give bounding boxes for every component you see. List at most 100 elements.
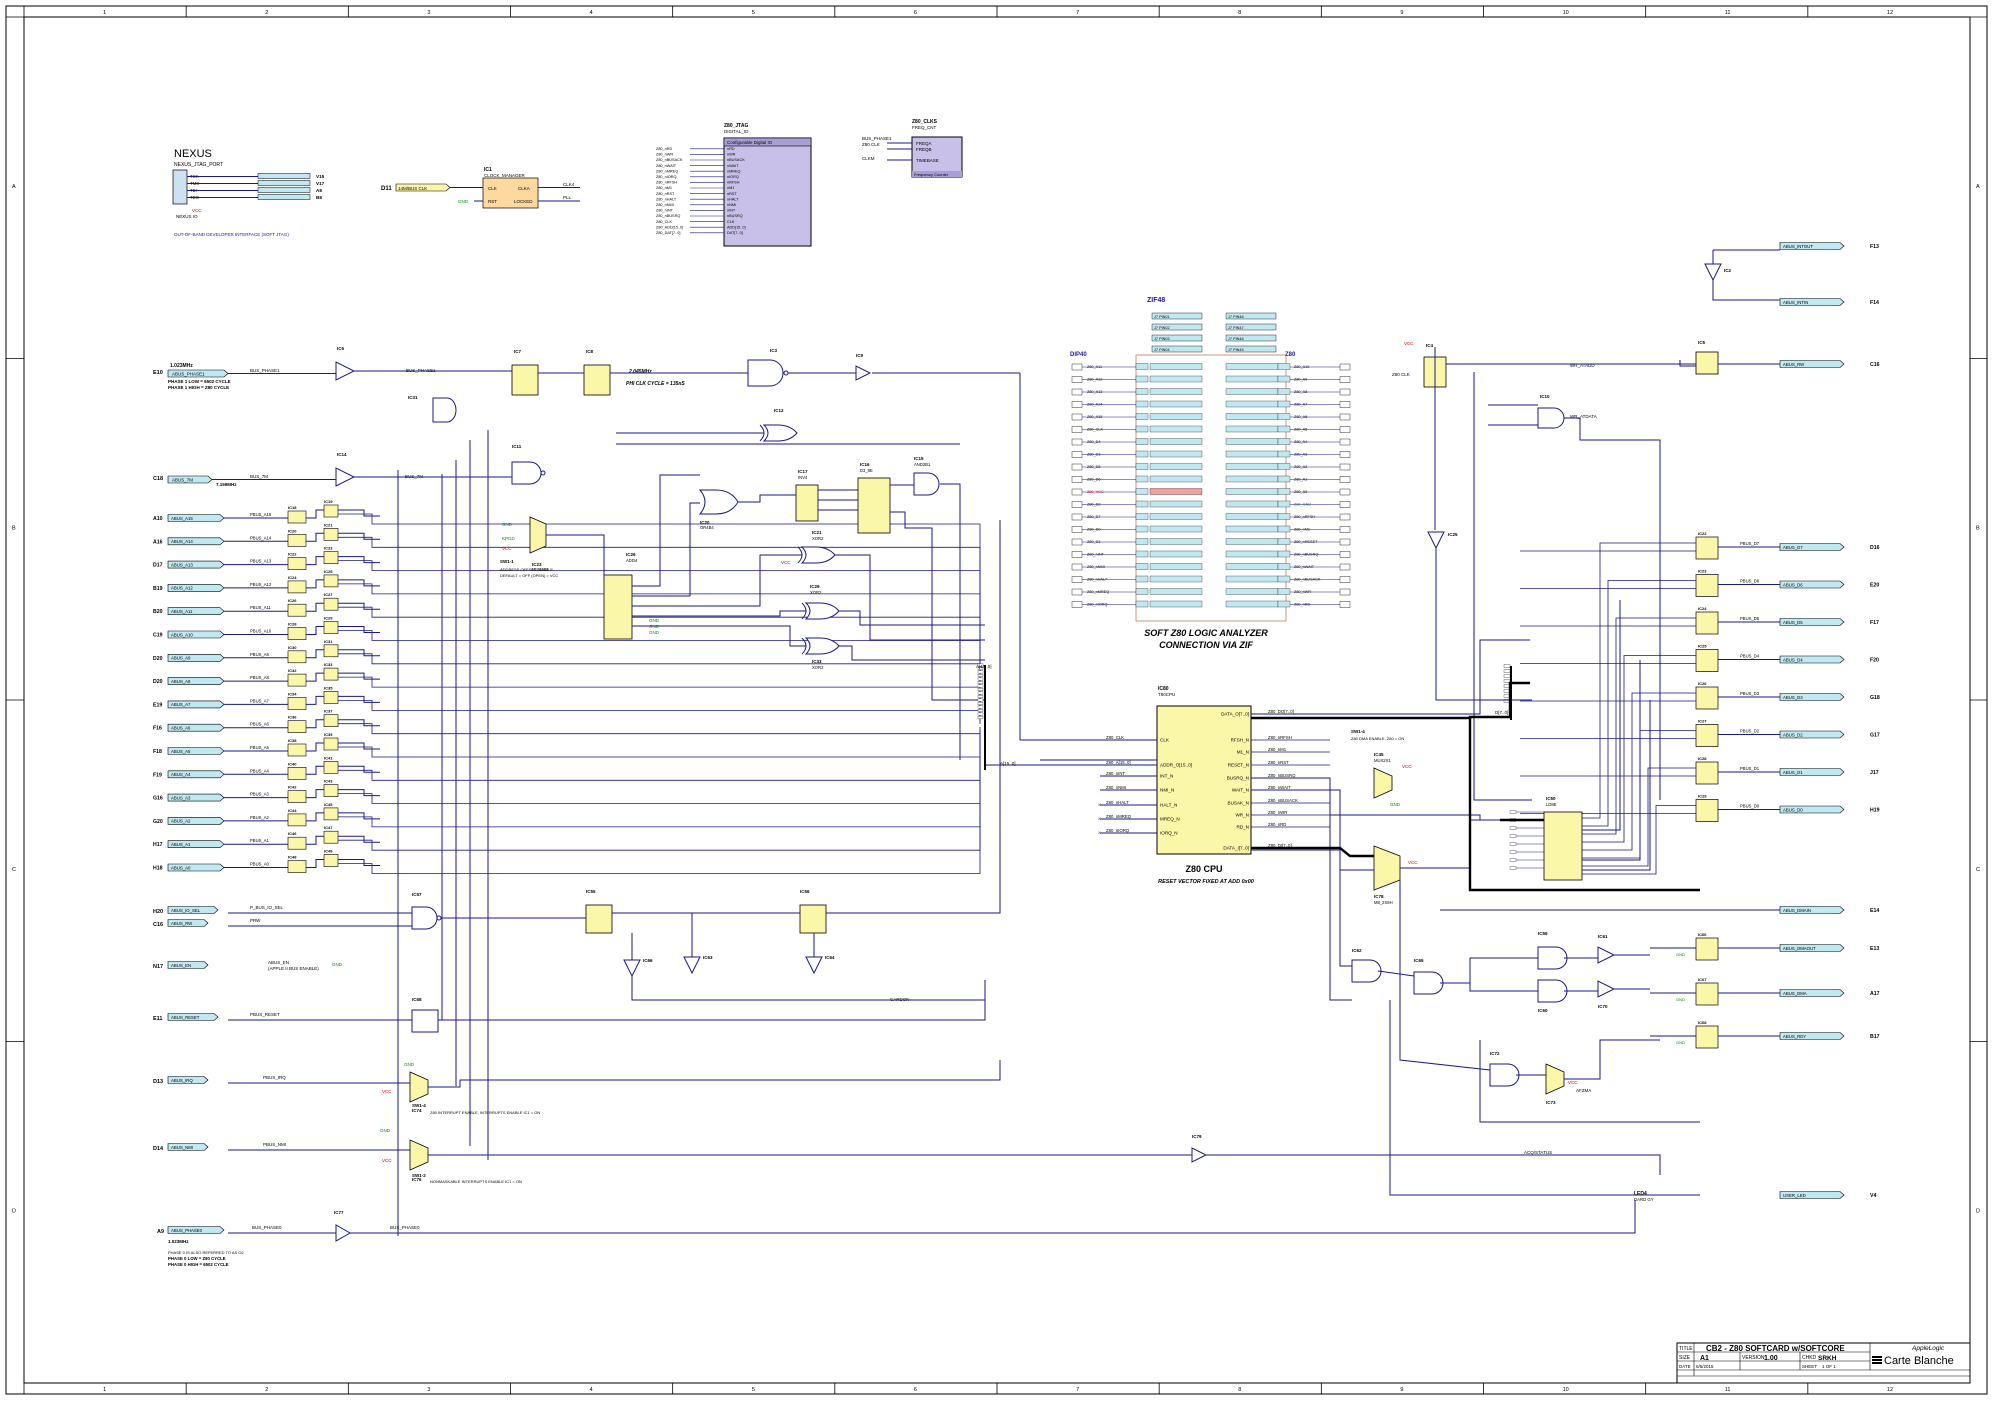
jtag-port: nRD xyxy=(727,147,735,151)
column-marker-bottom: 3 xyxy=(427,1387,430,1393)
jtag-port: nHALT xyxy=(727,197,739,201)
date-value: 6/5/2015 xyxy=(1696,1364,1714,1369)
dma-ff-label: IC68 xyxy=(1698,1020,1707,1025)
sw14-label: SW1-4 xyxy=(1351,729,1365,734)
ic4-vcc: VCC xyxy=(1404,341,1414,346)
flag-a9-text: ABUS_PHASE0 xyxy=(171,1228,203,1233)
column-marker-bottom: 12 xyxy=(1887,1387,1893,1393)
jtag-signal: Z80_nM1 xyxy=(656,186,672,190)
jtag-signal: Z80_nBUSACK xyxy=(656,158,683,162)
row-marker-left: C xyxy=(12,867,16,873)
flag-n17 xyxy=(167,961,209,969)
zif-title: ZIF48 xyxy=(1147,297,1165,304)
ic50-label: IC50 xyxy=(1546,796,1556,801)
chkd-value: SRKH xyxy=(1818,1355,1837,1362)
ic72-label: IC72 xyxy=(1490,1051,1500,1056)
addr-flag xyxy=(167,747,225,755)
flag-data-conn: H19 xyxy=(1870,808,1880,814)
zif-top-right: J7 PIN48 xyxy=(1228,315,1244,319)
addr-pbus: PBUS_A7 xyxy=(250,698,270,703)
column-marker-bottom: 10 xyxy=(1563,1387,1569,1393)
jtag-port: DAT[7..0] xyxy=(727,231,743,235)
jtag-port: nNMI xyxy=(727,203,736,207)
flag-data-conn: E20 xyxy=(1870,583,1879,589)
addr-buffer-label: IC26 xyxy=(288,598,297,603)
pbus-d14: PBUS_NMI xyxy=(263,1142,286,1147)
ic62-label: IC62 xyxy=(1352,948,1362,953)
cpu-note: RESET VECTOR FIXED AT ADD 0x00 xyxy=(1158,879,1254,885)
cpu-sub: T80CPU xyxy=(1158,692,1175,697)
cpu-port-right: DATA_I[7..0] xyxy=(1223,846,1249,851)
column-marker-top: 2 xyxy=(265,10,268,16)
ic61-label: IC61 xyxy=(1598,934,1608,939)
ic29-sub: XOR2 xyxy=(810,590,822,595)
cpu-net-right: Z80_nWR xyxy=(1268,810,1287,815)
cpu-port-right: DATA_O[7..0] xyxy=(1221,712,1249,717)
ic50-sub: LD8E xyxy=(1546,802,1557,807)
row-marker-right: D xyxy=(1976,1208,1980,1214)
clock-section: E10 1.023MHz ABUS_PHASE1 PHASE 1 LOW = 6… xyxy=(153,346,1157,741)
ic74-gnd: GND xyxy=(404,1062,415,1067)
flag-e11 xyxy=(167,1013,219,1021)
date-label: DATE xyxy=(1679,1364,1691,1369)
nexus-conn: B8 xyxy=(316,195,322,200)
column-marker-bottom: 7 xyxy=(1076,1387,1079,1393)
addr-pbus: PBUS_A4 xyxy=(250,768,270,773)
addr-flag xyxy=(167,653,225,662)
ic20-label: IC20 xyxy=(700,520,710,525)
sw2-label: SW1-2 xyxy=(412,1173,426,1178)
chkd-label: CHKD xyxy=(1802,1355,1817,1361)
addr-pbus: PBUS_A13 xyxy=(250,559,272,564)
ic74-label: IC74 xyxy=(412,1108,422,1113)
addr-mux-label: IC47 xyxy=(324,825,333,830)
clock-manager-name: CLOCK_MANAGER xyxy=(484,173,526,178)
addr-conn: D20 xyxy=(153,656,163,662)
addr-pbus: PBUS_A6 xyxy=(250,722,270,727)
zif-dip-label: DIP40 xyxy=(1070,352,1087,358)
flag-intout xyxy=(1779,242,1845,250)
addr-flag-text: ABUS_A10 xyxy=(171,632,193,637)
column-marker-bottom: 5 xyxy=(752,1387,755,1393)
flag-data xyxy=(1779,730,1845,739)
data-ff-label: IC22 xyxy=(1698,531,1707,536)
jtag-signal: Z80_nRD xyxy=(656,147,673,151)
addr-flag xyxy=(167,537,225,546)
flag-data xyxy=(1779,580,1845,589)
bus2-label: ABUS_7M xyxy=(172,478,193,483)
dma-ff-gnd: GND xyxy=(1676,952,1685,957)
flag-data xyxy=(1779,693,1845,701)
jtag-port: nWAIT xyxy=(727,164,739,168)
flag-d13-text: ABUS_IRQ xyxy=(171,1078,193,1083)
row-marker-left: D xyxy=(12,1208,16,1214)
nexus-vcc: VCC xyxy=(192,208,202,213)
addr-conn: D17 xyxy=(153,563,163,569)
data-ff-label: IC23 xyxy=(1698,569,1707,574)
data-pbus: PBUS_D6 xyxy=(1740,579,1760,584)
addr-flag xyxy=(167,630,225,639)
jtag-signal: Z80_nNMI xyxy=(656,203,674,207)
addr-conn: F18 xyxy=(153,749,162,755)
flag-data xyxy=(1779,655,1845,664)
clks-port-freqa: FREQA xyxy=(916,141,932,146)
cpu-box xyxy=(1156,705,1252,855)
clks-in-clkm: CLKM xyxy=(862,156,875,161)
svg-text:X: X xyxy=(1098,830,1101,835)
data-pbus: PBUS_D7 xyxy=(1740,541,1760,546)
ic56-label: IC56 xyxy=(800,889,810,894)
wr-atadd: WR_ATADD xyxy=(1570,363,1595,368)
column-marker-top: 7 xyxy=(1076,10,1079,16)
column-marker-top: 9 xyxy=(1400,10,1403,16)
data-pbus: PBUS_D1 xyxy=(1740,766,1760,771)
addr-mux-label: IC31 xyxy=(324,639,333,644)
nexus-connector xyxy=(172,169,188,205)
ic73-label: IC73 xyxy=(1546,1100,1556,1105)
jtag-signal: Z80_nBUSRQ xyxy=(656,214,680,218)
freq1-label: 1.023MHz xyxy=(170,363,193,369)
ic78-vcc: VCC xyxy=(1408,860,1418,865)
led-ref: LED4 xyxy=(1634,1191,1647,1197)
cpu-port-right: RD_N xyxy=(1236,825,1249,830)
addr-conn: F16 xyxy=(153,726,162,732)
sheet-label: SHEET xyxy=(1802,1364,1817,1369)
